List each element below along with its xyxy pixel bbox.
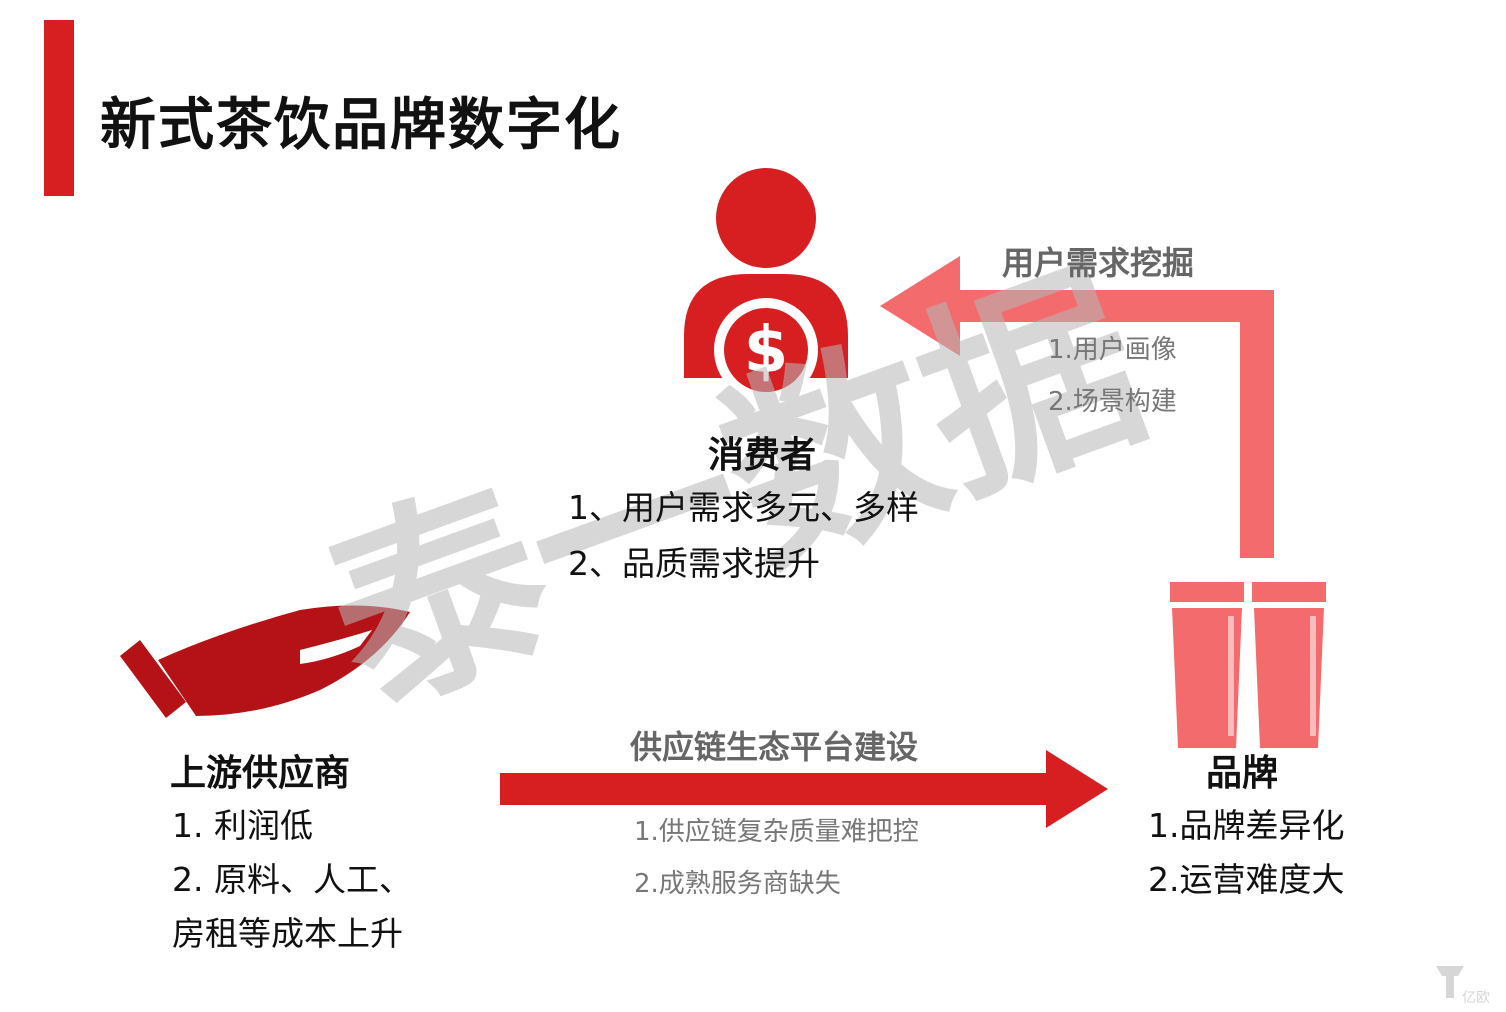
yiou-logo-icon: 亿欧 [1436,966,1490,1006]
supply-chain-label: 供应链生态平台建设 [630,728,919,766]
supplier-point: 房租等成本上升 [172,914,403,953]
logo-text: 亿欧 [1462,990,1490,1006]
user-demand-arrow [880,256,1274,558]
consumer-point: 2、品质需求提升 [568,544,820,583]
brand-point: 2.运营难度大 [1148,860,1345,899]
consumer-point: 1、用户需求多元、多样 [568,488,919,527]
hand-icon [120,605,410,718]
user-demand-point: 2.场景构建 [1048,387,1177,417]
consumer-heading: 消费者 [708,435,817,476]
supplier-point: 1. 利润低 [172,806,313,845]
page-title: 新式茶饮品牌数字化 [100,93,622,158]
title-accent-bar [44,20,74,196]
brand-point: 1.品牌差异化 [1148,806,1345,845]
brand-heading: 品牌 [1206,753,1279,794]
person-dollar-icon: $ [684,168,848,402]
supply-chain-point: 1.供应链复杂质量难把控 [634,817,919,847]
supply-chain-arrow [500,750,1108,828]
user-demand-label: 用户需求挖掘 [1002,244,1195,282]
supplier-heading: 上游供应商 [170,753,351,794]
cups-icon [1170,582,1326,748]
supply-chain-point: 2.成熟服务商缺失 [634,869,841,899]
supplier-point: 2. 原料、人工、 [172,860,412,899]
user-demand-point: 1.用户画像 [1048,335,1177,365]
svg-text:$: $ [744,314,789,388]
